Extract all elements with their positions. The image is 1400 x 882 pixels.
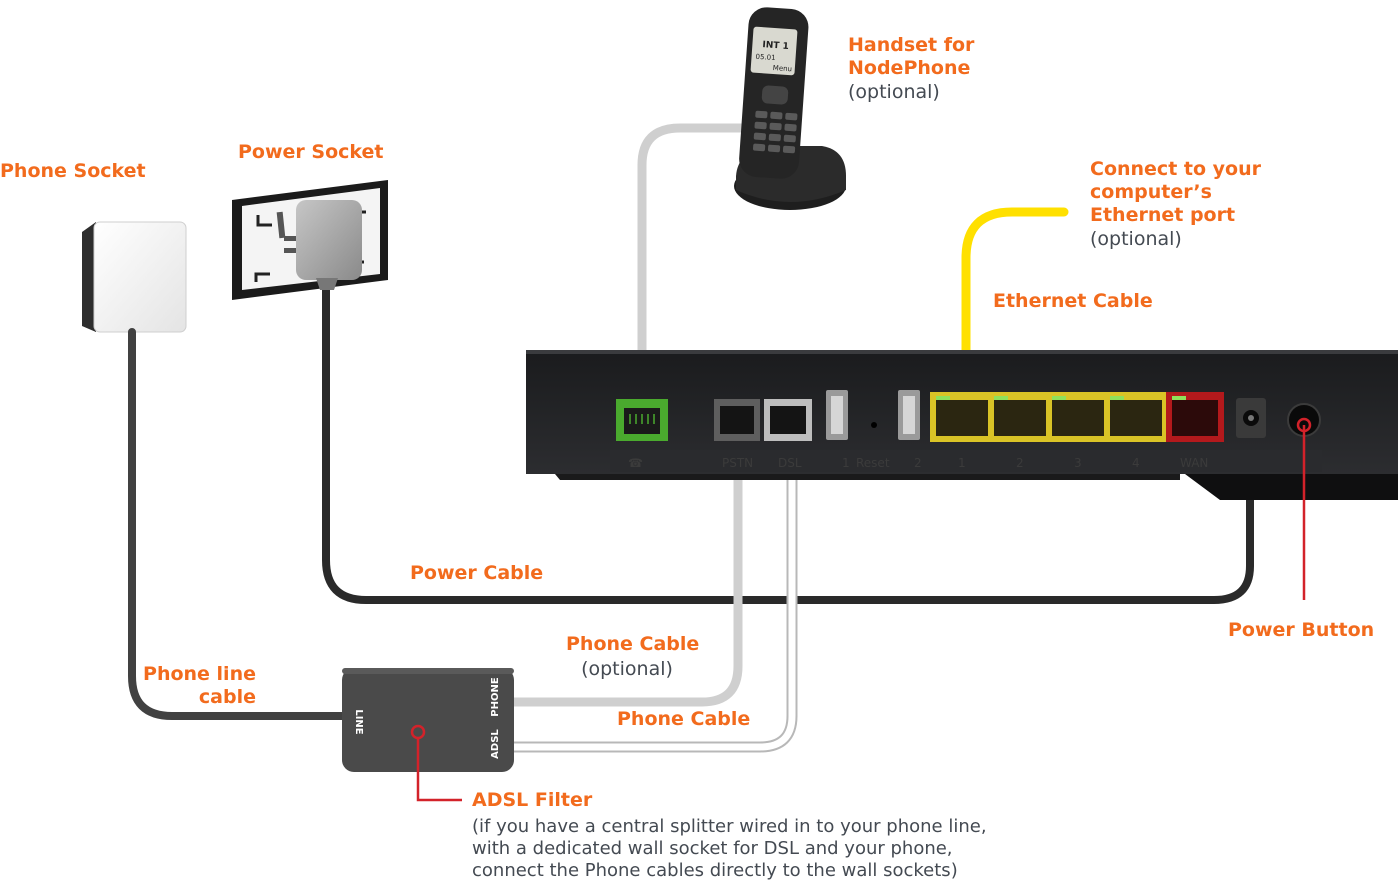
reset-label: Reset [856,456,890,470]
router: ☎ PSTN DSL 1 Reset 2 1 2 3 4 WAN [526,350,1398,500]
ethernet-cable [961,207,1069,415]
phone-cable-label: Phone Cable [617,708,751,730]
usb1-port-label: 1 [842,456,850,470]
handset-screen-line1: INT 1 [762,40,789,52]
lan4-port-label: 4 [1132,456,1140,470]
handset-label-line2: NodePhone [848,57,971,79]
handset: INT 1 05.01 Menu [734,7,846,210]
adsl-filter-marker [416,738,462,802]
ethernet-connect-line1: Connect to your [1090,158,1261,180]
lan3-port-label: 3 [1074,456,1082,470]
adsl-note-line2: with a dedicated wall socket for DSL and… [472,838,953,859]
phone-cable-dsl [510,440,796,751]
power-cable [322,266,1254,604]
wan-port-label: WAN [1180,456,1208,470]
handset-cable [637,123,749,410]
lan2-port-label: 2 [1016,456,1024,470]
ethernet-connect-line2: computer’s [1090,181,1212,203]
phone-cable-optional-note: (optional) [581,658,673,680]
power-button-label: Power Button [1228,619,1375,641]
lan1-port-label: 1 [958,456,966,470]
phone-socket [82,221,187,333]
handset-label-optional: (optional) [848,81,940,103]
adsl-note-line3: connect the Phone cables directly to the… [472,860,958,881]
phone-line-cable-label-line1: Phone line [143,663,256,685]
adsl-filter: LINE PHONE ADSL [342,668,514,772]
adsl-filter-label: ADSL Filter [472,789,593,811]
power-cable-label: Power Cable [410,562,544,584]
power-socket-label: Power Socket [238,141,384,163]
ethernet-connect-optional: (optional) [1090,228,1182,250]
handset-label-line1: Handset for [848,34,975,56]
ethernet-connect-line3: Ethernet port [1090,204,1236,226]
handset-screen-line2: 05.01 [755,53,776,62]
reset-hole [871,422,877,428]
filter-phone-label: PHONE [490,677,501,717]
phone-line-cable-label-line2: cable [198,686,256,708]
usb2-port-label: 2 [914,456,922,470]
phone-cable-optional-label: Phone Cable [566,633,700,655]
filter-line-label: LINE [353,709,364,734]
filter-adsl-label: ADSL [490,729,501,759]
phone-line-cable [128,328,348,720]
nodephone-port-icon: ☎ [628,456,643,470]
adsl-note-line1: (if you have a central splitter wired in… [472,816,987,837]
pstn-port-label: PSTN [722,456,753,470]
phone-cable-optional [510,440,743,707]
power-plug [276,200,362,290]
phone-socket-label: Phone Socket [0,160,146,182]
handset-screen-line3: Menu [773,64,793,73]
dsl-port-label: DSL [778,456,802,470]
ethernet-cable-label: Ethernet Cable [993,290,1153,312]
